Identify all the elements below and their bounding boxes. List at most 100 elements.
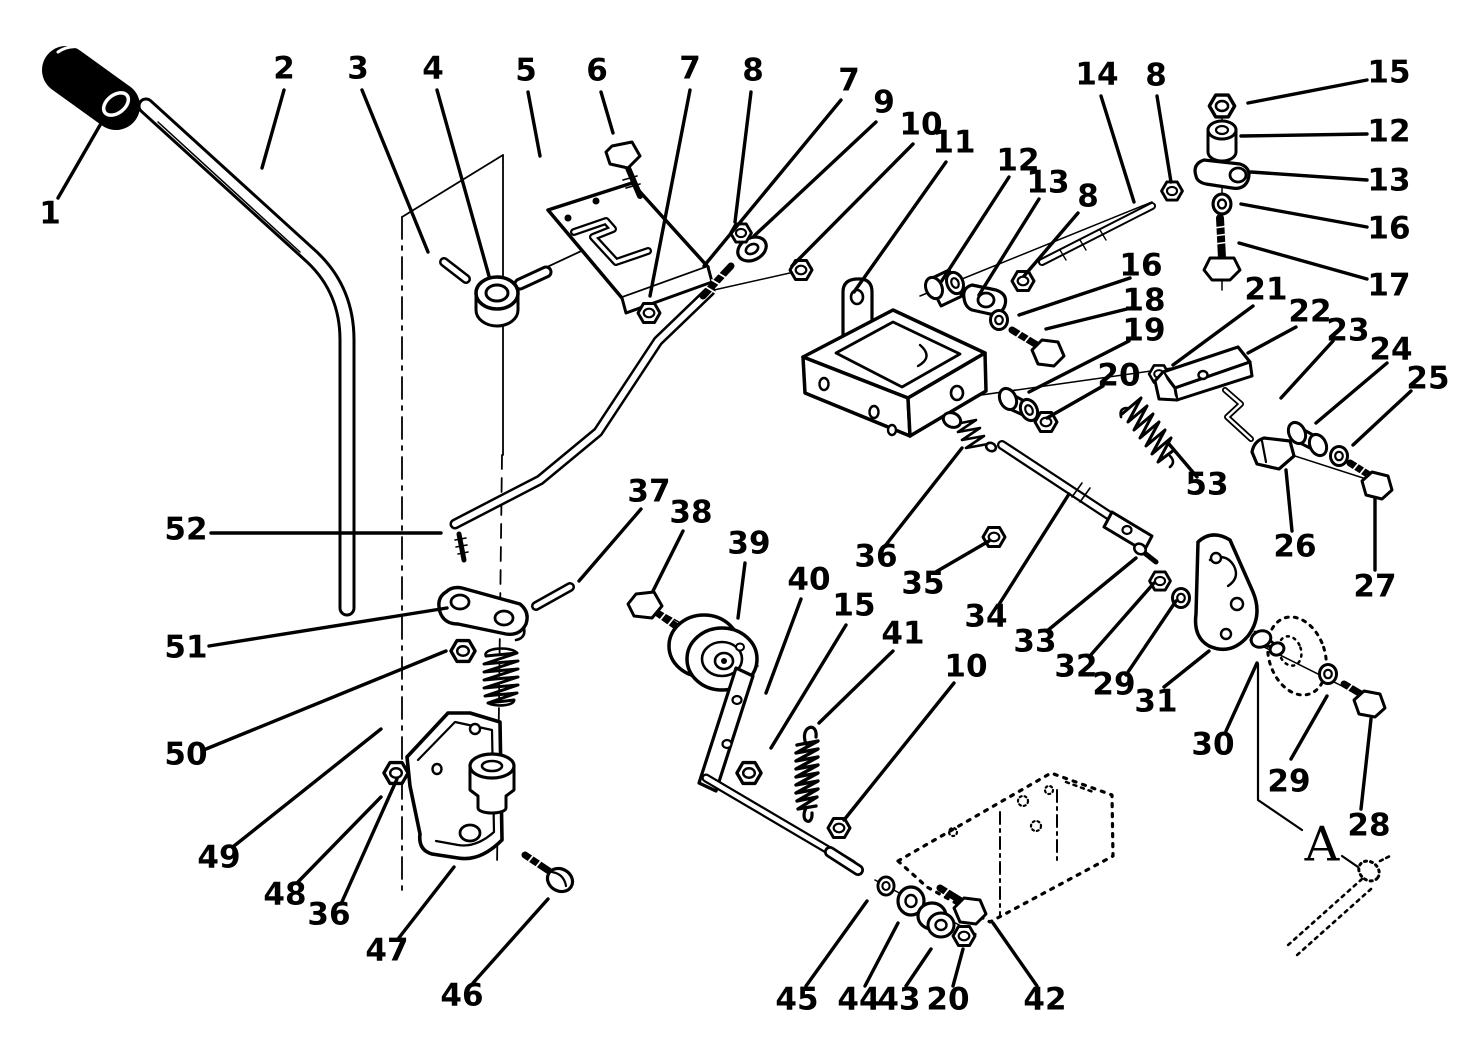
washer-44 [896,885,926,917]
part-number-label: 5 [515,53,537,89]
part-number-label: 1 [39,196,61,232]
part-number-label: 33 [1013,624,1056,660]
callout-53-31: 53 [1167,442,1229,503]
part-number-label: 13 [1367,163,1410,199]
part-number-label: 3 [347,51,369,87]
nut-10b [826,817,852,839]
callout-1-0: 1 [39,118,105,232]
callout-8-14: 8 [1022,179,1099,278]
callout-43-61: 43 [877,947,933,1018]
callout-leader-line [1239,202,1369,229]
spring-53 [1119,396,1176,469]
nut-32 [1148,570,1172,592]
callout-leader-line [804,899,869,988]
callout-10-10: 10 [790,107,943,268]
callout-20-62: 20 [926,947,970,1018]
callout-leader-line [752,120,878,238]
shift-plate [546,181,714,315]
bolt-18 [1008,326,1066,368]
callout-32-38: 32 [1054,581,1156,685]
part-number-label: 25 [1406,361,1449,397]
screw-33 [1133,542,1159,565]
part-number-label: 23 [1326,313,1369,349]
callout-48-55: 48 [263,795,383,913]
part-number-label: 8 [742,53,764,89]
nut-7 [636,302,662,324]
part-number-label: 8 [1145,58,1167,94]
callout-leader-line [817,649,895,725]
callout-8-7: 8 [733,53,764,224]
part-number-label: 45 [775,982,818,1018]
rod-23 [1222,387,1254,442]
part-number-label: 44 [837,982,880,1018]
callout-leader-line [951,947,965,988]
callout-40-47: 40 [764,562,831,695]
callout-leader-line [204,649,448,751]
spring-41 [794,725,820,823]
callout-29-42: 29 [1267,694,1329,800]
callout-leader-line [932,539,991,575]
callout-leader-line [648,88,692,298]
callout-36-56: 36 [307,777,399,933]
callout-leader-line [1237,241,1369,281]
callout-50-53: 50 [164,649,448,773]
callout-leader-line [599,90,615,135]
callout-12-12: 12 [939,143,1040,284]
callout-leader-line [1017,276,1132,317]
nut-15b [735,760,763,786]
callout-39-46: 39 [727,526,771,620]
part-number-label: 37 [627,474,670,510]
part-number-label: 50 [164,737,207,773]
part-number-label: 12 [996,143,1039,179]
callout-7-8: 7 [702,63,860,268]
part-number-label: 15 [832,588,875,624]
callout-6-5: 6 [586,53,615,135]
callout-leader-line [1289,694,1329,761]
handle-grip [42,45,140,130]
callout-leader-line [977,197,1041,297]
part-number-label: 22 [1288,294,1331,330]
wedge-26 [1250,436,1296,471]
part-number-label: 39 [727,526,770,562]
part-number-label: 36 [854,539,897,575]
part-number-label: 12 [1367,114,1410,150]
callout-45-59: 45 [775,899,869,1018]
callout-12-18: 12 [1239,114,1411,150]
callout-28-43: 28 [1347,717,1391,844]
callout-leader-line [863,921,900,988]
part-number-label: 4 [422,51,444,87]
callout-leader-line [883,446,964,548]
callout-leader-line [996,492,1071,608]
pin-37 [531,582,575,611]
callout-7-6: 7 [648,51,701,298]
callout-29-39: 29 [1092,599,1178,703]
callout-leader-line [1167,442,1199,479]
part-number-label: 34 [964,599,1007,635]
callout-34-36: 34 [964,492,1071,635]
callout-17-21: 17 [1237,241,1411,304]
spring-49 [482,647,520,707]
callout-leader-line [1314,361,1389,425]
callout-3-2: 3 [347,51,430,254]
pin-3 [439,257,471,284]
part-number-label: 35 [901,566,944,602]
callout-leader-line [736,561,747,620]
idler-arm-40 [697,666,864,876]
callout-15-17: 15 [1246,55,1411,105]
callout-leader-line [207,606,449,648]
part-number-label: 26 [1273,529,1316,565]
part-number-label: 28 [1347,808,1390,844]
washer-25 [1329,445,1349,467]
callout-leader-line [991,921,1039,988]
nut-8c [1160,180,1184,202]
callout-4-3: 4 [422,51,491,278]
nut-8b [1010,270,1036,292]
link-51 [437,585,529,642]
bolt-28 [1340,680,1387,719]
callout-42-63: 42 [991,921,1067,1018]
callout-leader-line [1045,556,1138,633]
bushing-48 [468,752,516,815]
